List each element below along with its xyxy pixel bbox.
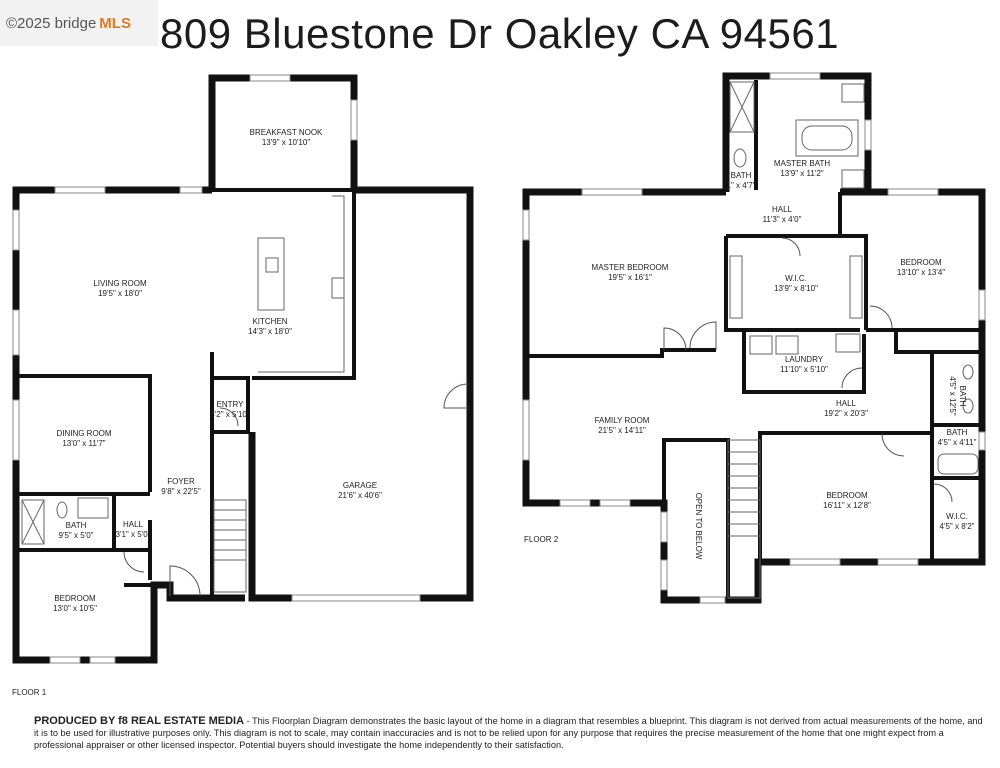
room-size: 13'9" x 10'10"	[261, 138, 311, 147]
room-name: MASTER BATH	[773, 159, 831, 168]
room-label-hall-1: HALL 3'1" x 5'0"	[110, 520, 156, 540]
room-size: 3'1" x 5'0"	[115, 530, 151, 539]
room-label-bath-small: BATH 1" x 4'7"	[722, 171, 760, 191]
room-label-wic-1: W.I.C. 13'9" x 8'10"	[766, 274, 826, 294]
floor1-windows	[12, 74, 421, 664]
room-size: 21'6" x 40'6"	[338, 491, 382, 500]
room-name: BEDROOM	[826, 491, 868, 500]
room-size: 13'9" x 8'10"	[774, 284, 818, 293]
room-label-breakfast-nook: BREAKFAST NOOK 13'9" x 10'10"	[236, 128, 336, 148]
open-to-below-label: OPEN TO BELOW	[694, 492, 703, 560]
floor1-walls	[12, 74, 474, 664]
room-size: 9'8" x 22'5"	[161, 487, 201, 496]
room-size: 13'0" x 11'7"	[62, 439, 106, 448]
room-label-bath-2: BATH 4'5" x 12'5"	[947, 373, 967, 419]
room-label-bath-3: BATH 4'5" x 4'11"	[934, 428, 980, 448]
room-size: 11'3" x 4'0"	[762, 215, 802, 224]
watermark-text: ©2025 bridge	[6, 14, 97, 32]
page-title: 809 Bluestone Dr Oakley CA 94561	[160, 10, 840, 57]
room-label-kitchen: KITCHEN 14'3" x 18'0"	[240, 317, 300, 337]
room-label-bedroom-2: BEDROOM 13'10" x 13'4"	[890, 258, 952, 278]
room-size: 16'11" x 12'8"	[823, 501, 871, 510]
room-name: KITCHEN	[252, 317, 288, 326]
room-name: GARAGE	[342, 481, 378, 490]
room-name: W.I.C.	[946, 512, 968, 521]
room-label-garage: GARAGE 21'6" x 40'6"	[330, 481, 390, 501]
floor1-fixtures	[21, 195, 469, 597]
room-name: BREAKFAST NOOK	[249, 128, 323, 137]
room-size: 19'5" x 16'1"	[608, 273, 652, 282]
room-size: 13'9" x 11'2"	[780, 169, 824, 178]
room-name: FAMILY ROOM	[594, 416, 650, 425]
room-size: 21'5" x 14'11"	[598, 426, 646, 435]
room-name: HALL	[122, 520, 143, 529]
room-name: BATH	[65, 521, 87, 530]
room-label-wic-2: W.I.C. 4'5" x 8'2"	[934, 512, 980, 532]
room-size: 13'10" x 13'4"	[896, 268, 946, 277]
room-size: 19'2" x 20'3"	[824, 409, 868, 418]
room-name: MASTER BEDROOM	[591, 263, 669, 272]
room-name: LIVING ROOM	[93, 279, 147, 288]
room-label-entry: ENTRY 3'2" x 5'10"	[205, 400, 255, 420]
room-size: 13'0" x 10'5"	[53, 604, 97, 613]
room-label-hall-2: HALL 19'2" x 20'3"	[815, 399, 877, 419]
producer-credit: PRODUCED BY f8 REAL ESTATE MEDIA	[34, 715, 245, 727]
room-size: 3'2" x 5'10"	[210, 410, 250, 419]
floor2-fixtures	[663, 81, 979, 599]
floor-2-label: FLOOR 2	[524, 535, 559, 544]
room-label-bedroom-1: BEDROOM 13'0" x 10'5"	[40, 594, 110, 614]
room-name: BATH	[946, 428, 968, 437]
floor2-windows	[522, 72, 986, 604]
room-name: BEDROOM	[54, 594, 96, 603]
room-size: 1" x 4'7"	[726, 181, 756, 190]
room-size: 4'5" x 12'5"	[948, 376, 957, 416]
room-label-master-bath: MASTER BATH 13'9" x 11'2"	[768, 159, 836, 179]
room-name: BATH	[730, 171, 752, 180]
disclaimer: PRODUCED BY f8 REAL ESTATE MEDIA - This …	[34, 715, 984, 751]
room-size: 14'3" x 18'0"	[248, 327, 292, 336]
room-label-master-bedroom: MASTER BEDROOM 19'5" x 16'1"	[588, 263, 672, 283]
room-name: W.I.C.	[785, 274, 807, 283]
room-name: BATH	[958, 385, 967, 407]
floor2-walls	[522, 72, 986, 604]
room-label-hall-top: HALL 11'3" x 4'0"	[755, 205, 809, 225]
bridge-mls-logo-icon: MLS	[99, 14, 131, 32]
floor-1-label: FLOOR 1	[12, 688, 47, 697]
room-label-bath-1: BATH 9'5" x 5'0"	[52, 521, 100, 541]
room-label-dining-room: DINING ROOM 13'0" x 11'7"	[44, 429, 124, 449]
room-label-foyer: FOYER 9'8" x 22'5"	[155, 477, 207, 497]
room-label-laundry: LAUNDRY 11'10" x 5'10"	[774, 355, 834, 375]
room-name: BEDROOM	[900, 258, 942, 267]
room-name: HALL	[835, 399, 856, 408]
room-size: 11'10" x 5'10"	[780, 365, 828, 374]
room-label-bedroom-3: BEDROOM 16'11" x 12'8"	[812, 491, 882, 511]
room-size: 19'5" x 18'0"	[98, 289, 142, 298]
room-size: 4'5" x 8'2"	[939, 522, 975, 531]
room-label-family-room: FAMILY ROOM 21'5" x 14'11"	[584, 416, 660, 436]
room-name: HALL	[771, 205, 792, 214]
room-label-living-room: LIVING ROOM 19'5" x 18'0"	[80, 279, 160, 299]
room-name: FOYER	[167, 477, 195, 486]
room-name: DINING ROOM	[56, 429, 112, 438]
room-name: LAUNDRY	[784, 355, 824, 364]
room-size: 9'5" x 5'0"	[58, 531, 94, 540]
room-size: 4'5" x 4'11"	[937, 438, 977, 447]
disclaimer-text: - This Floorplan Diagram demonstrates th…	[34, 716, 983, 750]
room-name: ENTRY	[216, 400, 244, 409]
